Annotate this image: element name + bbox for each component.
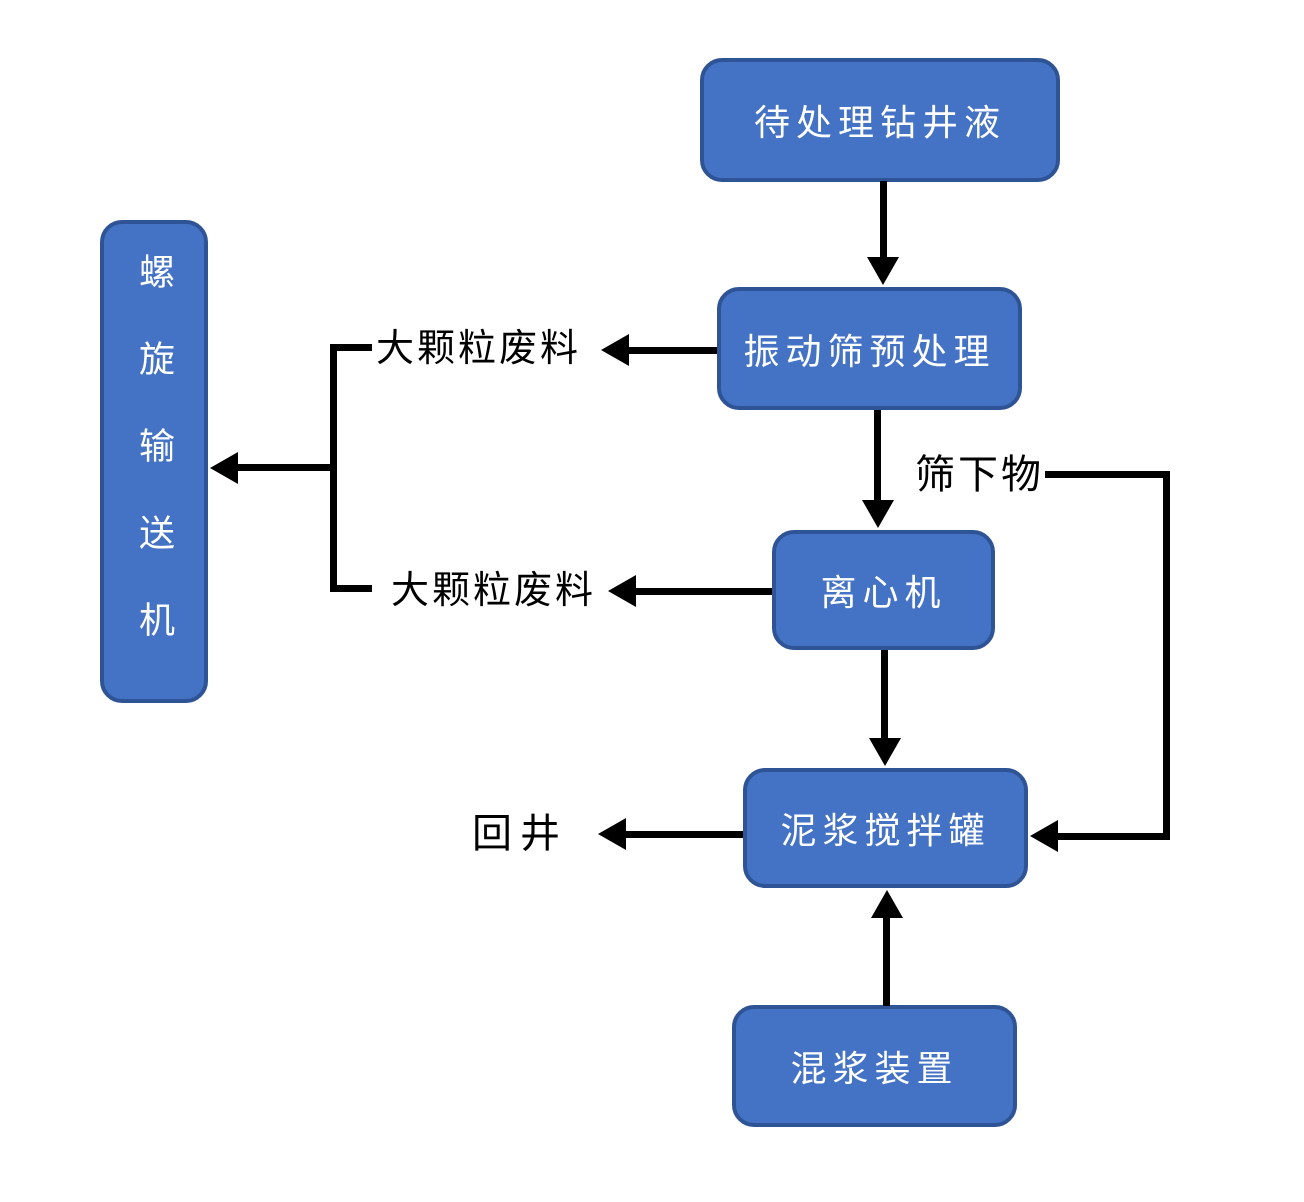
label-large-waste-top: 大颗粒废料	[376, 328, 582, 370]
edge-centrifuge-mixingtank-line	[881, 650, 888, 738]
edge-shaker-largewaste-arrowhead	[601, 334, 629, 366]
edge-drillingfluid-shaker-line	[880, 181, 887, 257]
node-centrifuge: 离心机	[772, 530, 995, 650]
edge-centrifuge-largewaste-arrowhead	[608, 575, 636, 607]
label-sievings: 筛下物	[915, 452, 1044, 497]
node-shaker: 振动筛预处理	[717, 287, 1022, 410]
edge-sievings-route-vertical-line	[1163, 471, 1170, 840]
edge-shaker-centrifuge-arrowhead	[862, 500, 894, 528]
node-screw-conveyor: 螺旋输送机	[100, 220, 208, 703]
edge-sievings-route-top-line	[1045, 471, 1170, 478]
edge-centrifuge-largewaste-line	[636, 588, 772, 595]
edge-mixingtank-backtowell-arrowhead	[598, 818, 626, 850]
edge-mixingdevice-mixingtank-arrowhead	[871, 890, 903, 918]
label-back-to-well: 回井	[472, 811, 568, 856]
label-large-waste-bottom: 大颗粒废料	[391, 570, 597, 612]
edge-largewaste-screwconveyor-line	[238, 464, 334, 471]
edge-largewaste-screwconveyor-arrowhead	[210, 452, 238, 484]
node-mixing-tank: 泥浆搅拌罐	[743, 768, 1028, 888]
bracket-largewaste-bottom-stub	[330, 585, 372, 592]
edge-centrifuge-mixingtank-arrowhead	[869, 738, 901, 766]
bracket-largewaste-top-stub	[330, 344, 372, 351]
node-mixing-device: 混浆装置	[732, 1005, 1017, 1127]
edge-mixingdevice-mixingtank-line	[883, 916, 890, 1006]
edge-shaker-centrifuge-line	[874, 410, 881, 500]
edge-shaker-largewaste-line	[629, 347, 717, 354]
node-drilling-fluid: 待处理钻井液	[700, 58, 1060, 182]
edge-sievings-mixingtank-arrowhead	[1030, 820, 1058, 852]
edge-sievings-mixingtank-line	[1058, 833, 1170, 840]
edge-mixingtank-backtowell-line	[626, 831, 743, 838]
edge-drillingfluid-shaker-arrowhead	[867, 257, 899, 285]
